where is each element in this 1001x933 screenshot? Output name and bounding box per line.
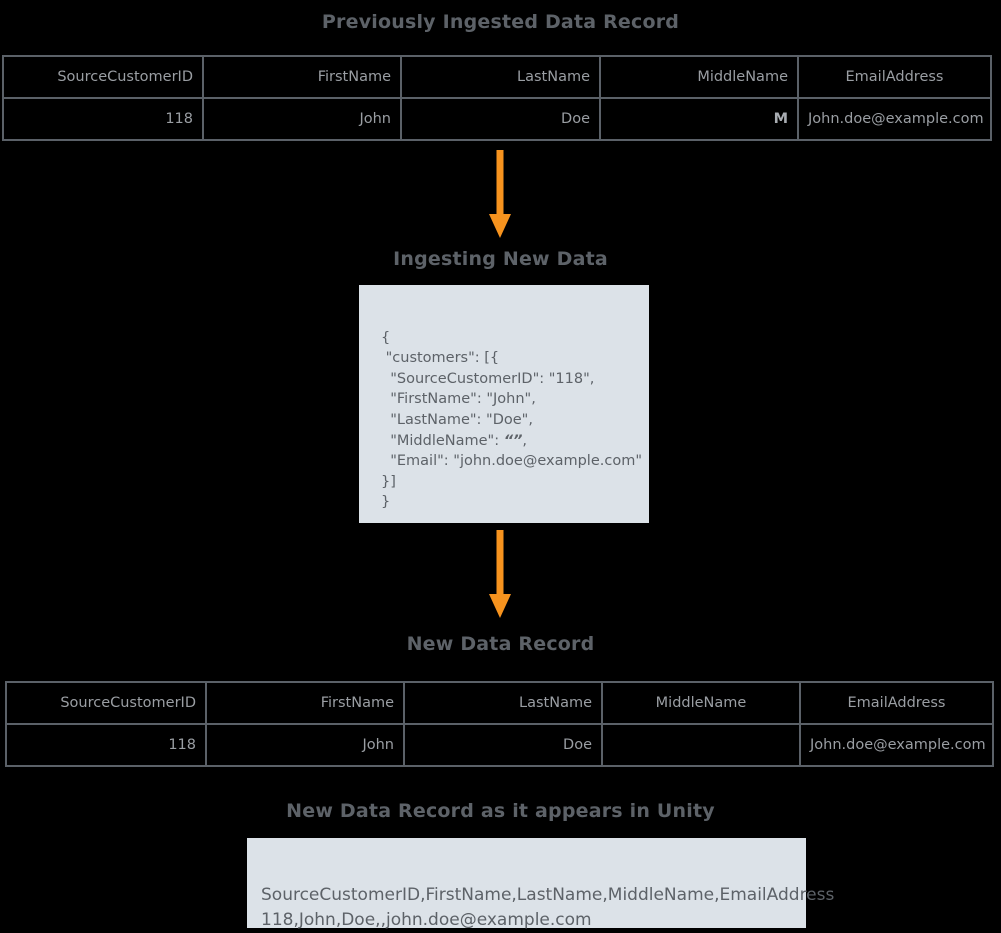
table-header-cell: EmailAddress bbox=[799, 681, 994, 725]
json-line-close-brace: } bbox=[381, 494, 391, 511]
new-record-table: SourceCustomerID FirstName LastName Midd… bbox=[5, 681, 994, 767]
new-record-title: New Data Record bbox=[406, 633, 595, 655]
ingesting-json-panel: { "customers": [{ "SourceCustomerID": "1… bbox=[359, 285, 649, 523]
table-header-cell: MiddleName bbox=[601, 681, 801, 725]
table-row: 118 John Doe John.doe@example.com bbox=[5, 723, 994, 767]
ingesting-title: Ingesting New Data bbox=[393, 248, 608, 270]
table-cell-middlename: M bbox=[599, 97, 799, 141]
table-header-cell: EmailAddress bbox=[797, 55, 992, 99]
json-line-email: "Email": "john.doe@example.com" bbox=[381, 453, 642, 470]
csv-header-line: SourceCustomerID,FirstName,LastName,Midd… bbox=[261, 885, 835, 905]
json-line-close-array: }] bbox=[381, 473, 396, 490]
json-line-middlename-prefix: "MiddleName": bbox=[381, 432, 504, 449]
previous-record-table: SourceCustomerID FirstName LastName Midd… bbox=[2, 55, 992, 141]
json-line-customers: "customers": [{ bbox=[381, 350, 500, 367]
table-header-cell: LastName bbox=[400, 55, 601, 99]
table-header-cell: SourceCustomerID bbox=[5, 681, 207, 725]
down-arrow-icon-first bbox=[489, 150, 511, 238]
json-line-open-brace: { bbox=[381, 329, 391, 346]
table-header-cell: LastName bbox=[403, 681, 603, 725]
json-line-lastname: "LastName": "Doe", bbox=[381, 411, 533, 428]
json-line-firstname: "FirstName": "John", bbox=[381, 391, 536, 408]
table-cell-lastname: Doe bbox=[400, 97, 601, 141]
down-arrow-icon-second bbox=[489, 530, 511, 618]
previous-record-title: Previously Ingested Data Record bbox=[321, 11, 680, 33]
json-line-sourcecustomerid: "SourceCustomerID": "118", bbox=[381, 370, 595, 387]
unity-view-title: New Data Record as it appears in Unity bbox=[286, 800, 715, 822]
json-line-middlename-suffix: , bbox=[522, 432, 528, 449]
json-middlename-empty-value: “” bbox=[503, 432, 523, 449]
unity-csv-panel: SourceCustomerID,FirstName,LastName,Midd… bbox=[247, 838, 834, 930]
table-cell-sourcecustomerid: 118 bbox=[5, 723, 207, 767]
table-header-cell: MiddleName bbox=[599, 55, 799, 99]
table-cell-firstname: John bbox=[202, 97, 402, 141]
table-header-cell: SourceCustomerID bbox=[2, 55, 204, 99]
csv-data-line: 118,John,Doe,,john.doe@example.com bbox=[261, 910, 592, 930]
table-cell-middlename bbox=[601, 723, 801, 767]
table-header-row: SourceCustomerID FirstName LastName Midd… bbox=[5, 681, 994, 725]
table-cell-firstname: John bbox=[205, 723, 405, 767]
table-header-cell: FirstName bbox=[205, 681, 405, 725]
table-header-cell: FirstName bbox=[202, 55, 402, 99]
table-row: 118 John Doe M John.doe@example.com bbox=[2, 97, 992, 141]
table-cell-lastname: Doe bbox=[403, 723, 603, 767]
table-header-row: SourceCustomerID FirstName LastName Midd… bbox=[2, 55, 992, 99]
table-cell-emailaddress: John.doe@example.com bbox=[797, 97, 992, 141]
table-cell-emailaddress: John.doe@example.com bbox=[799, 723, 994, 767]
table-cell-sourcecustomerid: 118 bbox=[2, 97, 204, 141]
